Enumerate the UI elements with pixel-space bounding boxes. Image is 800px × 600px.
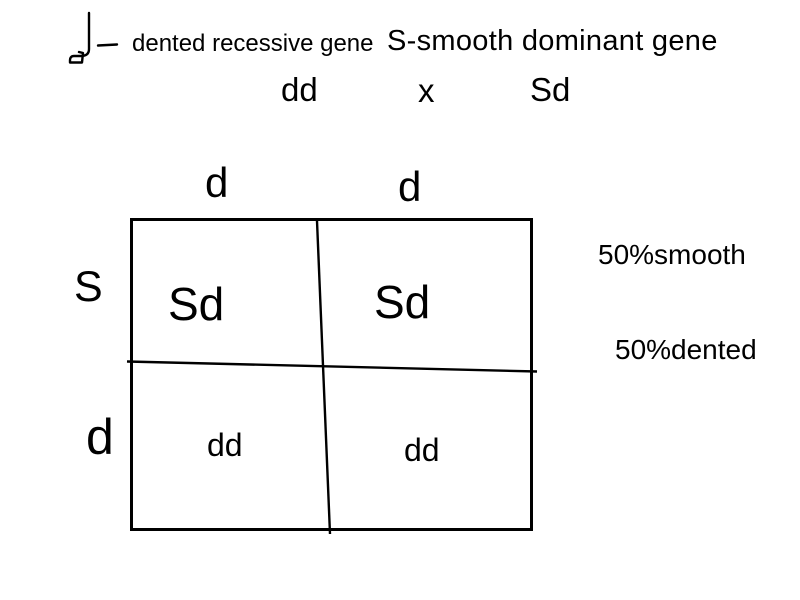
punnett-cell-top-left: Sd xyxy=(168,278,225,330)
recessive-gene-label: dented recessive gene xyxy=(132,30,374,57)
column-label-allele-1: d xyxy=(205,159,229,206)
row-label-allele-1: S xyxy=(74,263,103,311)
punnett-grid-outline xyxy=(130,218,533,531)
column-label-allele-2: d xyxy=(398,163,422,210)
dash-icon xyxy=(96,43,119,47)
punnett-cell-bottom-right: dd xyxy=(404,432,440,468)
row-label-allele-2: d xyxy=(86,409,114,465)
punnett-grid-horizontal-divider xyxy=(126,360,538,373)
cross-parent1-genotype: dd xyxy=(281,71,318,108)
result-smooth-percentage: 50%smooth xyxy=(598,239,746,270)
cross-operator: x xyxy=(418,72,435,109)
result-dented-percentage: 50%dented xyxy=(615,334,757,365)
punnett-grid-vertical-divider xyxy=(315,220,332,535)
punnett-cell-bottom-left: dd xyxy=(207,427,243,463)
handwritten-d-icon xyxy=(68,11,91,64)
dominant-gene-label: S-smooth dominant gene xyxy=(387,25,718,57)
cross-parent2-genotype: Sd xyxy=(530,71,571,108)
punnett-cell-top-right: Sd xyxy=(374,276,431,328)
